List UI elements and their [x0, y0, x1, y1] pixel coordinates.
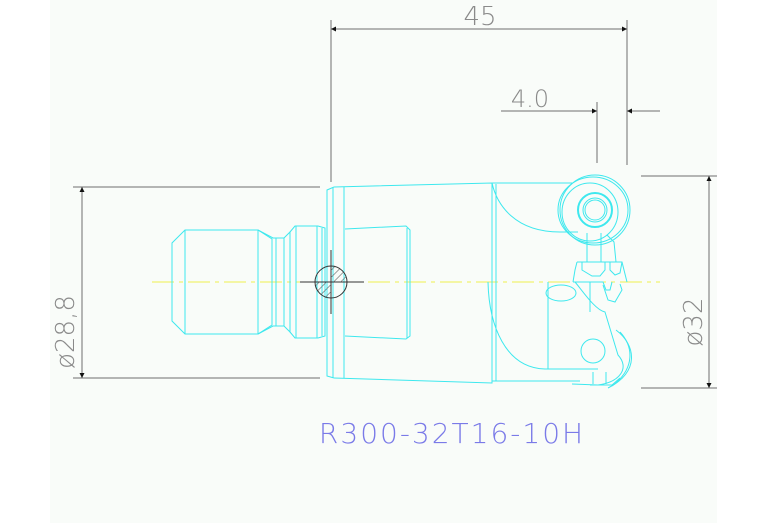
dimension-text-cutting: ø32: [679, 298, 709, 347]
part-number-label: R300-32T16-10H: [319, 417, 585, 450]
dimension-overall-length: [330, 20, 628, 182]
tool-body: [171, 174, 632, 389]
section-marker: [300, 250, 364, 314]
dimension-text-shank: ø28,8: [51, 295, 81, 369]
dimension-shank-diameter: [73, 186, 320, 379]
dimension-cutting-diameter: [641, 175, 717, 389]
dimension-text-offset: 4.0: [511, 85, 549, 113]
dimension-text-length: 45: [463, 2, 496, 32]
dimension-insert-offset: [501, 80, 660, 163]
